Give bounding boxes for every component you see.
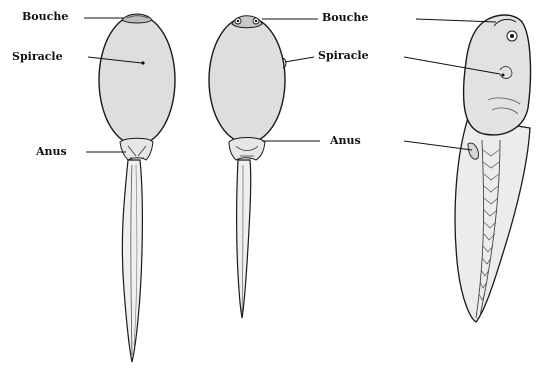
label-spiracle-left: Spiracle: [12, 51, 63, 62]
right-spiracle: [502, 74, 505, 77]
label-bouche-left: Bouche: [22, 11, 68, 22]
middle-body: [209, 17, 285, 143]
middle-anal-region: [229, 138, 265, 161]
tadpole-dorsal-middle: [209, 16, 320, 318]
tadpole-ventral-left: [84, 14, 175, 362]
left-tail: [122, 160, 142, 362]
tadpole-lateral-right: [404, 15, 530, 322]
left-anal-region: [120, 138, 153, 160]
label-bouche-middle: Bouche: [322, 12, 368, 23]
right-body: [464, 15, 531, 135]
label-anus-left: Anus: [36, 146, 67, 157]
label-anus-middle: Anus: [330, 135, 361, 146]
label-spiracle-middle: Spiracle: [318, 50, 369, 61]
right-tail: [455, 118, 530, 322]
left-mouth: [122, 14, 152, 23]
middle-tail: [237, 160, 251, 318]
left-body: [99, 15, 175, 145]
